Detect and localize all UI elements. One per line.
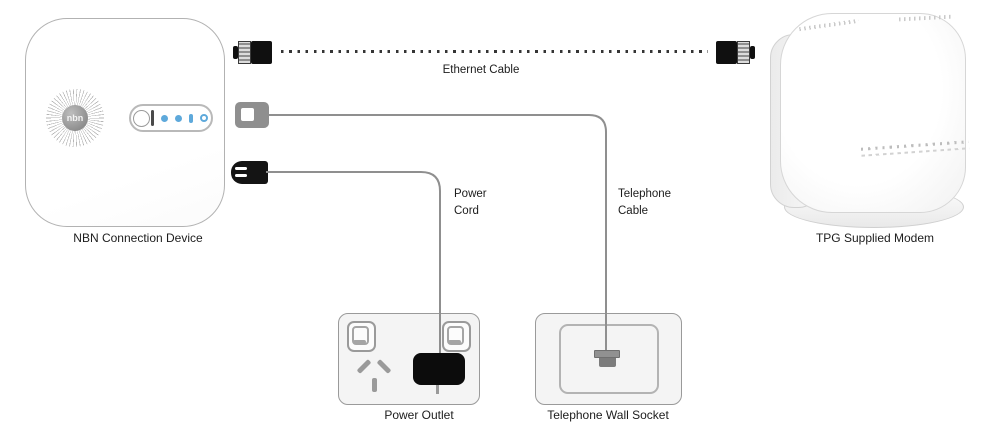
led-status-panel bbox=[129, 104, 213, 132]
connector-body bbox=[716, 41, 737, 64]
switch-rocker bbox=[447, 326, 464, 345]
plug-prong bbox=[235, 167, 247, 170]
vent-holes-icon bbox=[898, 14, 955, 22]
plug-prong bbox=[235, 174, 247, 177]
socket-slot-icon bbox=[376, 359, 392, 374]
connector-contacts bbox=[238, 41, 251, 64]
connector-contacts bbox=[737, 41, 750, 64]
telephone-cable-label: Telephone Cable bbox=[618, 186, 671, 220]
black-power-plug-icon bbox=[413, 353, 465, 385]
connector-stub bbox=[750, 46, 755, 59]
status-led-icon bbox=[161, 114, 168, 122]
status-led-icon bbox=[175, 114, 182, 122]
nbn-logo-icon: nbn bbox=[46, 89, 104, 147]
nbn-connection-device: nbn bbox=[25, 18, 225, 227]
connector-window bbox=[241, 108, 254, 121]
power-cord-label-line1: Power bbox=[454, 188, 487, 200]
power-plug-connector-icon bbox=[231, 161, 268, 184]
modem-label: TPG Supplied Modem bbox=[815, 231, 935, 245]
telephone-socket-label: Telephone Wall Socket bbox=[547, 408, 669, 422]
power-cord-label-line2: Cord bbox=[454, 205, 479, 217]
telephone-cable-label-line2: Cable bbox=[618, 205, 649, 217]
modem-led-row-icon bbox=[860, 140, 970, 157]
socket-slot-icon bbox=[372, 378, 377, 392]
ethernet-connector-right-icon bbox=[716, 41, 755, 64]
ethernet-connector-left-icon bbox=[233, 41, 272, 64]
socket-slot-icon bbox=[356, 359, 372, 374]
ethernet-cable-dotted-line bbox=[281, 50, 708, 53]
socket-faceplate bbox=[559, 324, 659, 394]
nbn-logo-badge: nbn bbox=[62, 105, 88, 131]
socket-slot-icon bbox=[436, 385, 439, 394]
status-led-icon bbox=[200, 114, 208, 122]
power-outlet-label: Power Outlet bbox=[384, 408, 454, 422]
outlet-switch-icon bbox=[347, 321, 376, 352]
rj-plug-body bbox=[594, 350, 620, 358]
status-led-icon bbox=[189, 113, 193, 123]
nbn-device-label: NBN Connection Device bbox=[73, 231, 203, 245]
rj-plug-tab bbox=[598, 358, 616, 367]
modem-front-panel bbox=[780, 13, 970, 213]
power-button-icon bbox=[133, 109, 150, 127]
ethernet-cable-label: Ethernet Cable bbox=[442, 64, 520, 76]
vent-holes-icon bbox=[799, 18, 859, 32]
telephone-cable-label-line1: Telephone bbox=[618, 188, 672, 200]
telephone-wall-socket bbox=[535, 313, 682, 405]
power-bar-icon bbox=[151, 110, 154, 126]
power-outlet bbox=[338, 313, 480, 405]
tpg-modem bbox=[768, 10, 970, 230]
connector-body bbox=[251, 41, 272, 64]
outlet-switch-icon bbox=[442, 321, 471, 352]
connector-stub bbox=[233, 46, 238, 59]
rj-plug-icon bbox=[594, 350, 620, 367]
switch-rocker bbox=[352, 326, 369, 345]
telephone-connector-icon bbox=[235, 102, 269, 128]
power-cord-label: Power Cord bbox=[454, 186, 487, 220]
